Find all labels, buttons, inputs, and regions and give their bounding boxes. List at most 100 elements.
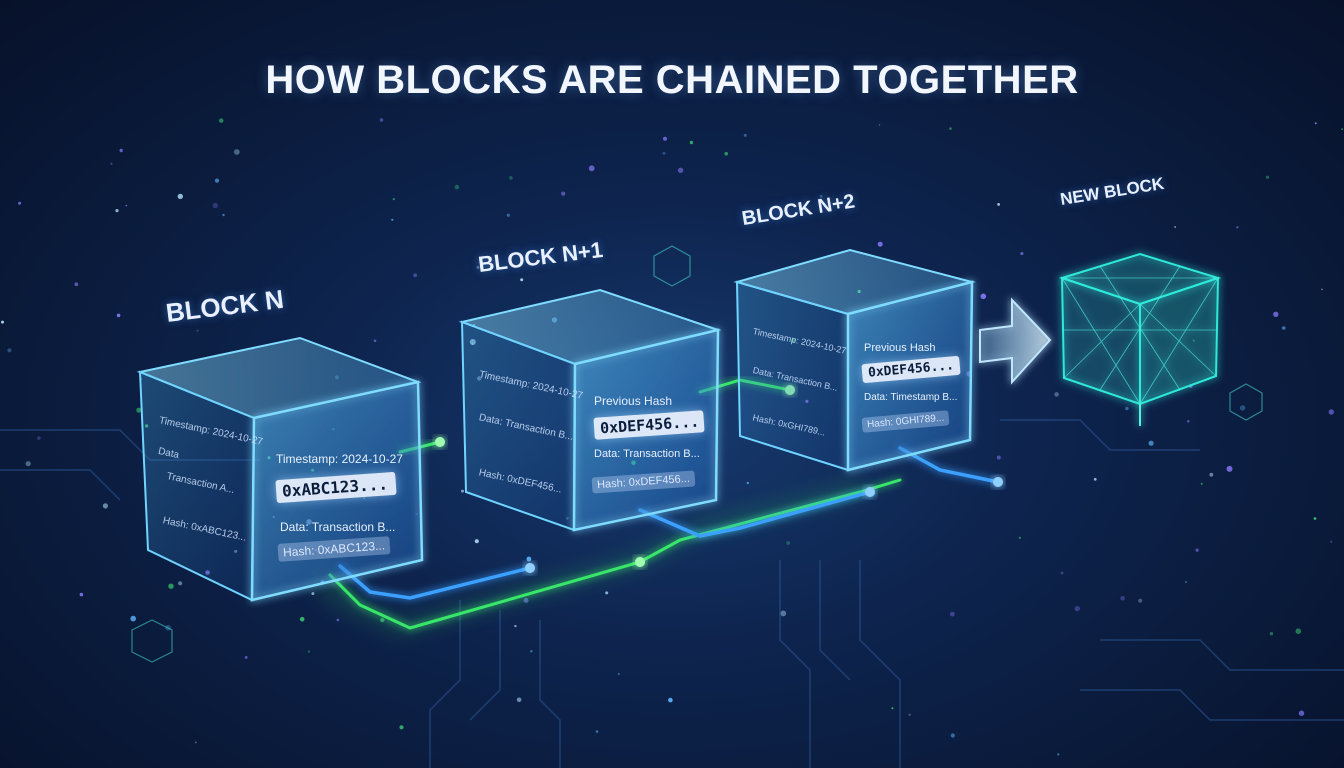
block-n2-front-data: Data: Timestamp B... bbox=[864, 392, 958, 403]
particle-dot bbox=[212, 202, 218, 209]
arrow-to-new-block bbox=[979, 297, 1052, 385]
particle-dot bbox=[307, 650, 311, 653]
particle-dot bbox=[561, 191, 566, 196]
particle-dot bbox=[662, 151, 666, 155]
block-n-front-timestamp: Timestamp: 2024-10-27 bbox=[276, 452, 403, 466]
particle-dot bbox=[516, 697, 522, 703]
new-block-cube bbox=[1058, 252, 1222, 426]
particle-dot bbox=[37, 436, 41, 440]
particle-dot bbox=[1120, 595, 1125, 601]
particle-dot bbox=[1236, 226, 1239, 229]
particle-dot bbox=[1018, 536, 1022, 539]
page-title: HOW BLOCKS ARE CHAINED TOGETHER bbox=[265, 58, 1079, 102]
link-blue-mid bbox=[638, 490, 872, 538]
particle-dot bbox=[1273, 311, 1279, 317]
particle-dot bbox=[299, 616, 305, 622]
particle-dot bbox=[530, 650, 533, 653]
particle-dot bbox=[116, 313, 121, 318]
particle-dot bbox=[18, 201, 22, 205]
particle-dot bbox=[1321, 288, 1323, 291]
particle-dot bbox=[379, 118, 384, 122]
particle-dot bbox=[391, 218, 394, 221]
particle-dot bbox=[1282, 326, 1286, 330]
particle-dot bbox=[311, 592, 315, 596]
particle-dot bbox=[222, 213, 225, 217]
particle-dot bbox=[79, 592, 84, 597]
particle-dot bbox=[908, 713, 911, 716]
particle-dot bbox=[25, 461, 31, 467]
particle-dot bbox=[509, 176, 513, 180]
particle-dot bbox=[244, 656, 248, 659]
particle-dot bbox=[668, 697, 673, 703]
particle-dot bbox=[689, 140, 694, 145]
particle-dot bbox=[1, 320, 4, 324]
particle-dot bbox=[476, 265, 480, 269]
particle-dot bbox=[1187, 420, 1190, 423]
particle-dot bbox=[110, 162, 113, 165]
particle-dot bbox=[1138, 598, 1143, 603]
particle-dot bbox=[454, 184, 460, 190]
particle-dot bbox=[474, 539, 479, 544]
particle-dot bbox=[724, 151, 728, 156]
particle-dot bbox=[1341, 128, 1343, 131]
particle-dot bbox=[136, 407, 142, 413]
particle-dot bbox=[1195, 548, 1199, 552]
particle-dot bbox=[1125, 406, 1129, 411]
particle-dot bbox=[520, 278, 524, 282]
particle-dot bbox=[617, 673, 620, 675]
particle-dot bbox=[336, 618, 340, 622]
particle-dot bbox=[399, 725, 404, 730]
particle-dot bbox=[125, 204, 128, 207]
particle-dot bbox=[1057, 753, 1060, 756]
particle-dot bbox=[677, 167, 684, 173]
particle-dot bbox=[115, 209, 119, 213]
particle-dot bbox=[1020, 252, 1024, 256]
particle-dot bbox=[1185, 581, 1187, 583]
particle-dot bbox=[780, 610, 787, 617]
particle-dot bbox=[1200, 482, 1203, 485]
particle-dot bbox=[523, 597, 529, 603]
particle-dot bbox=[506, 213, 510, 217]
particle-dot bbox=[1060, 571, 1064, 575]
particle-dot bbox=[950, 733, 955, 738]
particle-dot bbox=[413, 273, 418, 278]
particle-dot bbox=[1269, 632, 1274, 636]
particle-dot bbox=[219, 118, 224, 123]
particle-dot bbox=[233, 149, 240, 155]
particle-dot bbox=[177, 193, 183, 200]
particle-dot bbox=[461, 489, 464, 493]
particle-dot bbox=[196, 329, 199, 332]
particle-dot bbox=[605, 591, 609, 595]
particle-dot bbox=[7, 348, 12, 353]
particle-dot bbox=[980, 293, 987, 300]
block-n1-front-data: Data: Transaction B... bbox=[594, 448, 700, 460]
particle-dot bbox=[786, 541, 791, 545]
link-blue-upper bbox=[898, 446, 1000, 484]
particle-dot bbox=[1226, 465, 1233, 472]
particle-dot bbox=[1265, 175, 1270, 179]
particle-dot bbox=[996, 455, 1001, 460]
particle-dot bbox=[392, 198, 395, 201]
particle-dot bbox=[1314, 122, 1317, 125]
particle-dot bbox=[877, 241, 883, 247]
particle-dot bbox=[997, 203, 1000, 206]
particle-dot bbox=[588, 165, 595, 172]
particle-dot bbox=[102, 503, 108, 509]
hex-decorations bbox=[131, 245, 1263, 663]
particle-dot bbox=[878, 124, 881, 126]
particle-dot bbox=[214, 178, 220, 183]
particle-dot bbox=[373, 339, 377, 343]
particle-dot bbox=[949, 127, 952, 130]
block-n1-cube bbox=[458, 288, 722, 532]
particle-dot bbox=[1209, 472, 1214, 477]
particle-dot bbox=[1295, 628, 1302, 634]
particle-dot bbox=[119, 148, 123, 153]
particle-dot bbox=[194, 741, 197, 744]
particle-dot bbox=[819, 194, 823, 198]
block-n2-prev-label: Previous Hash bbox=[864, 342, 936, 354]
particle-dot bbox=[1330, 540, 1333, 543]
particle-dot bbox=[1148, 440, 1154, 446]
particle-dot bbox=[178, 581, 183, 586]
block-n-front-data: Data: Transaction B... bbox=[280, 520, 396, 534]
